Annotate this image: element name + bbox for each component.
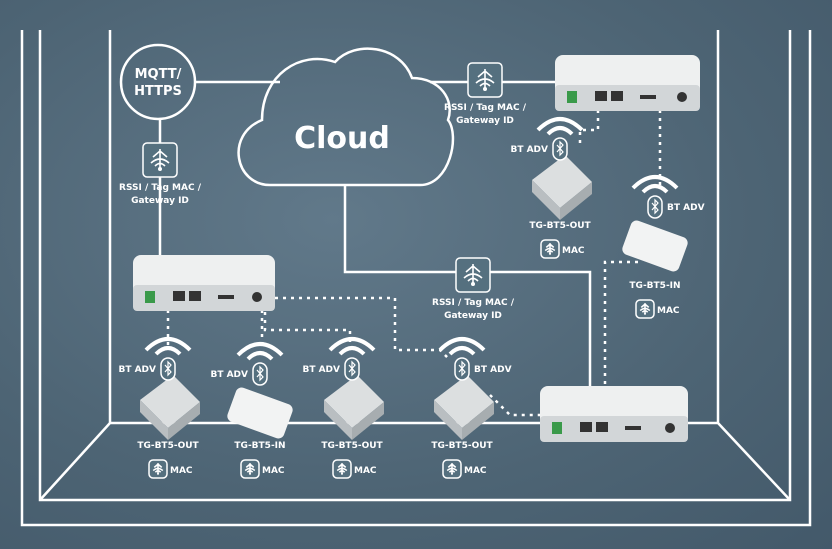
sensor-tg-bt5-in bbox=[227, 342, 293, 439]
signal-waves-icon bbox=[536, 117, 584, 136]
mac-icon bbox=[332, 459, 352, 479]
sensor-model-label: TG-BT5-IN bbox=[629, 281, 680, 291]
signal-waves-icon bbox=[438, 337, 486, 356]
mac-label: MAC bbox=[464, 466, 487, 476]
bt-adv-label: BT ADV bbox=[210, 370, 248, 380]
cloud-node: Cloud bbox=[237, 47, 455, 187]
mac-icon bbox=[148, 459, 168, 479]
sensor-tg-bt5-out bbox=[140, 337, 200, 440]
bluetooth-icon bbox=[454, 357, 470, 381]
payload-line2: Gateway ID bbox=[444, 311, 502, 321]
bt-adv-label: BT ADV bbox=[474, 365, 512, 375]
gateway-device bbox=[133, 255, 275, 311]
bt-adv-label: BT ADV bbox=[118, 365, 156, 375]
bluetooth-icon bbox=[552, 137, 568, 161]
payload-line2: Gateway ID bbox=[131, 196, 189, 206]
mac-label: MAC bbox=[354, 466, 377, 476]
protocol-line2: HTTPS bbox=[134, 84, 182, 99]
payload-line1: RSSI / Tag MAC / bbox=[119, 183, 202, 193]
bt-adv-label: BT ADV bbox=[510, 145, 548, 155]
sensor-tg-bt5-out bbox=[532, 117, 592, 220]
payload-line2: Gateway ID bbox=[456, 116, 514, 126]
bt-adv-label: BT ADV bbox=[667, 203, 705, 213]
signal-waves-icon bbox=[328, 337, 376, 356]
sensor-model-label: TG-BT5-OUT bbox=[529, 221, 591, 231]
sensor-tg-bt5-in bbox=[622, 175, 688, 272]
sensor-tg-bt5-out bbox=[434, 337, 494, 440]
gateway-data-icon bbox=[142, 142, 178, 178]
sensor-model-label: TG-BT5-OUT bbox=[321, 441, 383, 451]
gateway-data-icon bbox=[455, 257, 491, 293]
mac-icon bbox=[240, 459, 260, 479]
bt-adv-label: BT ADV bbox=[302, 365, 340, 375]
mac-icon bbox=[635, 299, 655, 319]
mac-icon bbox=[540, 239, 560, 259]
payload-line1: RSSI / Tag MAC / bbox=[444, 103, 527, 113]
mqtt-https-node: MQTT/ HTTPS bbox=[119, 43, 197, 121]
sensor-tg-bt5-out bbox=[324, 337, 384, 440]
payload-line1: RSSI / Tag MAC / bbox=[432, 298, 515, 308]
sensor-model-label: TG-BT5-OUT bbox=[137, 441, 199, 451]
gateway-device bbox=[540, 386, 688, 442]
bluetooth-icon bbox=[252, 362, 268, 386]
cloud-label: Cloud bbox=[294, 121, 390, 156]
protocol-line1: MQTT/ bbox=[135, 67, 182, 82]
bluetooth-icon bbox=[160, 357, 176, 381]
mac-icon bbox=[442, 459, 462, 479]
mac-label: MAC bbox=[262, 466, 285, 476]
signal-waves-icon bbox=[236, 342, 284, 361]
bluetooth-icon bbox=[344, 357, 360, 381]
mac-label: MAC bbox=[657, 306, 680, 316]
sensor-model-label: TG-BT5-OUT bbox=[431, 441, 493, 451]
gateway-device bbox=[555, 55, 700, 111]
room-frame bbox=[20, 30, 812, 527]
signal-waves-icon bbox=[144, 337, 192, 356]
mac-label: MAC bbox=[170, 466, 193, 476]
signal-waves-icon bbox=[631, 175, 679, 194]
gateway-data-icon bbox=[467, 62, 503, 98]
bluetooth-icon bbox=[647, 195, 663, 219]
mac-label: MAC bbox=[562, 246, 585, 256]
sensor-model-label: TG-BT5-IN bbox=[234, 441, 285, 451]
